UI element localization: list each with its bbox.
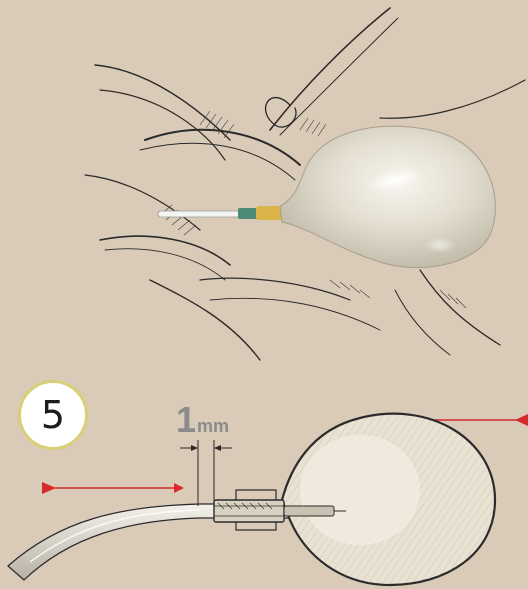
sketch-line-fold-5	[105, 249, 225, 280]
dimension-marker	[180, 440, 232, 506]
upper-catheter	[158, 206, 282, 220]
arrow-right-bottom	[42, 482, 184, 494]
sketch-line-top-right	[270, 8, 390, 130]
measurement-value: 1	[176, 399, 196, 440]
sketch-line-fold-2	[140, 143, 295, 180]
sketch-line-fold-3	[85, 175, 200, 230]
upper-balloon	[280, 126, 495, 267]
sketch-line-lower-1	[150, 280, 260, 360]
sketch-line-right-edge	[380, 80, 525, 118]
sketch-line-lower-right-2	[395, 290, 450, 355]
sketch-line-arch-2	[100, 90, 225, 160]
sketch-line-curl	[266, 98, 296, 128]
measurement-unit: mm	[197, 416, 229, 436]
step-number: 5	[41, 393, 65, 437]
sketch-line-fold-4	[100, 236, 230, 265]
measurement-label: 1mm	[176, 402, 229, 438]
sketch-line-fold-1	[145, 130, 300, 165]
sketch-line-arch	[95, 65, 230, 140]
sketch-line-lower-3	[210, 298, 380, 330]
step-number-badge: 5	[18, 380, 88, 450]
sketch-line-lower-2	[200, 278, 350, 300]
sketch-line-lower-right	[420, 270, 500, 345]
lower-balloon	[282, 414, 495, 585]
